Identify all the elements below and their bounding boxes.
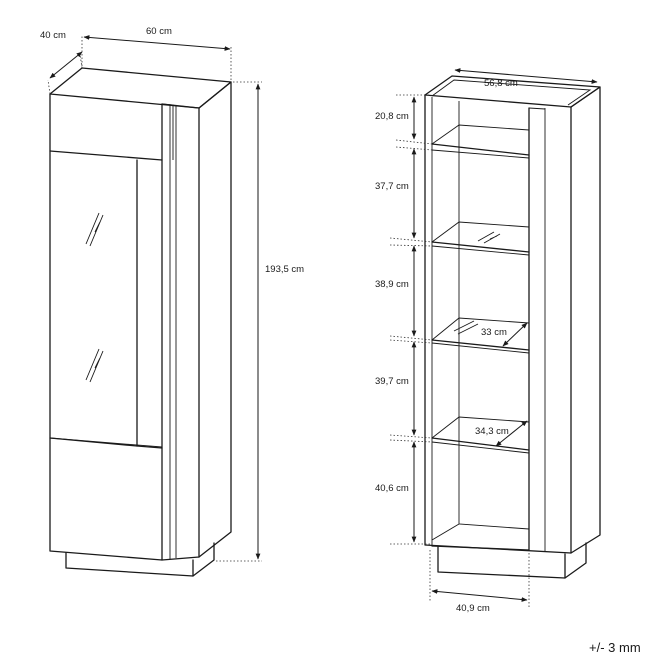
label-shelf-depth-33: 33 cm [481, 327, 507, 338]
shelf-4 [431, 416, 530, 454]
label-shelf-depth-34: 34,3 cm [475, 426, 509, 437]
dim-inner-width: 56,8 cm [454, 68, 598, 89]
shelf-1 [431, 124, 530, 159]
label-height: 193,5 cm [265, 264, 304, 275]
dim-depth-40: 40 cm [40, 30, 83, 95]
label-width: 60 cm [146, 26, 172, 37]
label-gap-2: 37,7 cm [375, 181, 409, 192]
dim-width-60: 60 cm [81, 26, 232, 80]
label-top-gap: 20,8 cm [375, 111, 409, 122]
label-bottom-gap: 40,6 cm [375, 483, 409, 494]
shelves [431, 124, 530, 454]
open-cabinet-body [424, 75, 601, 579]
label-gap-4: 39,7 cm [375, 376, 409, 387]
label-gap-3: 38,9 cm [375, 279, 409, 290]
tolerance-note: +/- 3 mm [589, 640, 641, 655]
label-inner-width: 56,8 cm [484, 78, 518, 89]
shelf-2-glass [431, 221, 530, 256]
dim-shelf-depth: 33 cm 34,3 cm [475, 322, 528, 447]
shelf-3-glass [431, 317, 530, 354]
dim-height-193: 193,5 cm [216, 81, 304, 562]
closed-cabinet-body [49, 67, 232, 577]
label-depth: 40 cm [40, 30, 66, 41]
label-base-width: 40,9 cm [456, 603, 490, 614]
dim-vertical-gaps: 20,8 cm 37,7 cm 38,9 cm 39,7 cm 40,6 cm [375, 94, 433, 545]
dim-base-width: 40,9 cm [429, 550, 530, 614]
open-cabinet-view: 56,8 cm 20,8 cm 37,7 cm 38,9 cm 39,7 cm … [375, 68, 601, 614]
closed-cabinet-view: 40 cm 60 cm 193,5 cm [40, 26, 304, 577]
